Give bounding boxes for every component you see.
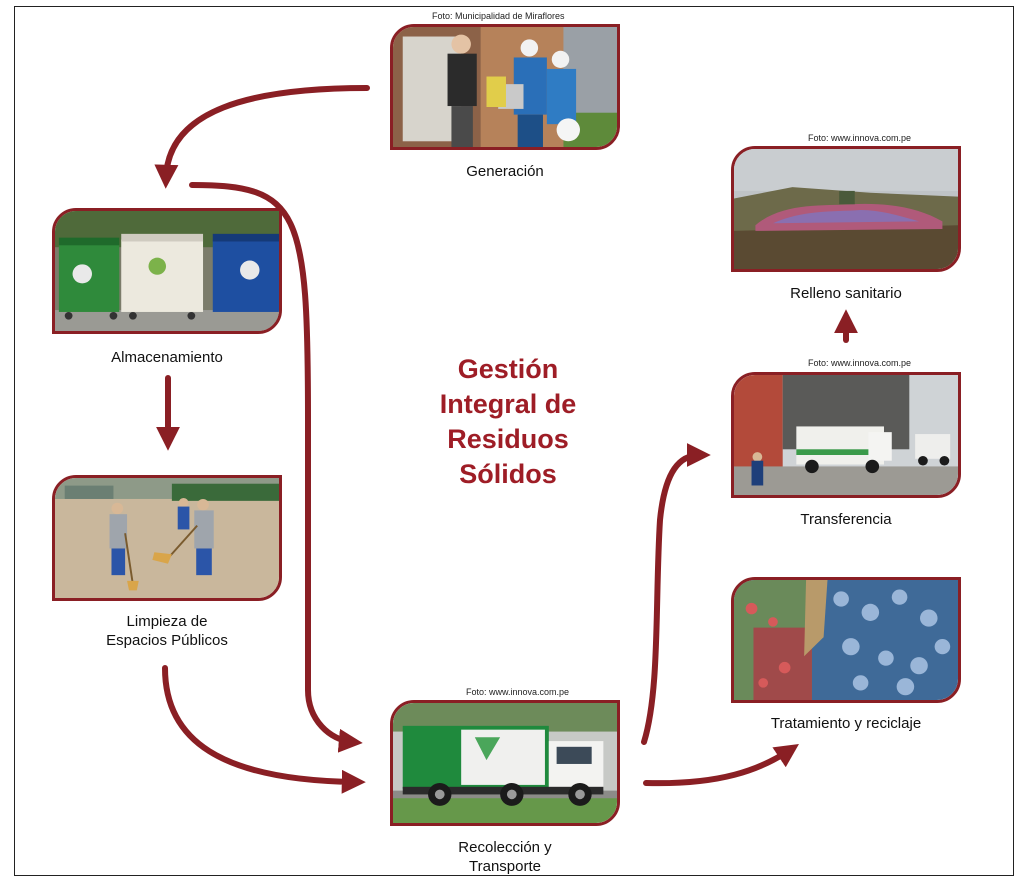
almacenamiento-label: Almacenamiento <box>111 349 223 366</box>
limpieza-photo <box>52 475 282 601</box>
photo-credit: Foto: www.innova.com.pe <box>466 687 570 697</box>
recoleccion-label-line: Recolección y <box>458 839 552 856</box>
almacenamiento-photo <box>52 208 282 334</box>
relleno-photo <box>731 146 961 272</box>
limpieza-label-line: Espacios Públicos <box>106 632 228 649</box>
generacion-label: Generación <box>466 163 544 180</box>
tratamiento-photo <box>731 577 961 703</box>
transferencia-photo <box>731 372 961 498</box>
arrow-limpieza-to-recoleccion <box>162 665 366 794</box>
generacion-photo <box>390 24 620 150</box>
recoleccion-photo <box>390 700 620 826</box>
title-line: Gestión <box>457 354 559 384</box>
recoleccion-label-line: Transporte <box>469 858 541 875</box>
title-line: Residuos <box>447 424 569 454</box>
limpieza-label-line: Limpieza de <box>126 613 208 630</box>
photo-credit: Foto: www.innova.com.pe <box>808 133 912 143</box>
relleno-label: Relleno sanitario <box>790 285 902 302</box>
arrow-recoleccion-to-tratamiento <box>643 744 799 787</box>
limpieza-label: Limpieza de Espacios Públicos <box>62 612 272 650</box>
diagram-title: Gestión Integral de Residuos Sólidos <box>398 352 618 492</box>
tratamiento-label: Tratamiento y reciclaje <box>770 715 922 732</box>
title-line: Integral de <box>439 389 577 419</box>
arrow-generacion-to-almacenamiento <box>154 85 370 189</box>
transferencia-label: Transferencia <box>800 511 892 528</box>
photo-credit: Foto: www.innova.com.pe <box>808 358 912 368</box>
recoleccion-label: Recolección y Transporte <box>400 838 610 876</box>
arrow-generacion-to-recoleccion <box>189 182 363 753</box>
title-line: Sólidos <box>459 459 557 489</box>
arrow-recoleccion-to-transferencia <box>641 443 711 745</box>
photo-credit: Foto: Municipalidad de Miraflores <box>432 11 565 21</box>
